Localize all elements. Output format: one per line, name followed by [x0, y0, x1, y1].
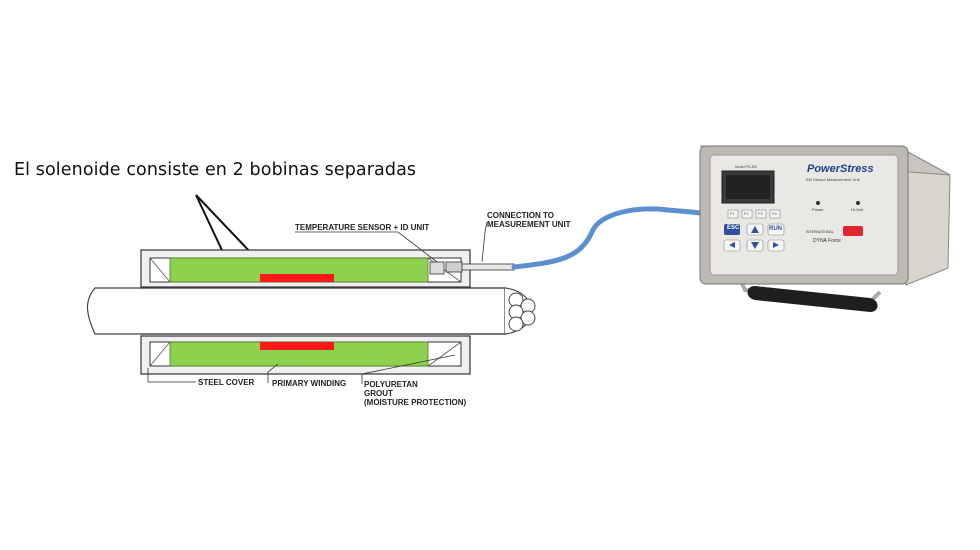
diagram-title: El solenoide consiste en 2 bobinas separ… — [14, 160, 417, 180]
maker-line2: DYNA Force — [813, 238, 841, 244]
measurement-unit — [699, 145, 951, 312]
leader-lines — [147, 221, 488, 384]
label-grout-line3: (MOISTURE PROTECTION) — [364, 398, 467, 407]
sensor-housing-top — [140, 249, 471, 288]
secondary-coil-top — [260, 274, 334, 282]
temperature-sensor — [429, 261, 445, 275]
device-subtitle: EM Sensor Measurement Unit — [806, 177, 860, 182]
device-model: Model PS-300 — [735, 165, 758, 169]
label-grout-line2: GROUT — [364, 389, 393, 398]
label-connection-line1: CONNECTION TO — [487, 211, 554, 220]
fkey-f1: F1 — [730, 211, 735, 216]
device-brand: PowerStress — [807, 163, 874, 175]
connector — [445, 261, 515, 273]
label-primary-winding: PRIMARY WINDING — [272, 379, 347, 388]
fkey-f3: F3 — [758, 211, 763, 216]
power-led-label: Power — [812, 207, 824, 212]
esc-key-label: ESC — [727, 225, 740, 231]
secondary-coil-bottom — [260, 342, 334, 350]
label-temperature-sensor: TEMPERATURE SENSOR + ID UNIT — [295, 223, 430, 232]
label-connection-line2: MEASUREMENT UNIT — [487, 220, 571, 229]
sensor-housing-bottom — [140, 335, 471, 375]
run-key-label: RUN — [769, 226, 782, 232]
fkey-f4: F4 — [772, 211, 777, 216]
fkey-f2: F2 — [744, 211, 749, 216]
label-steel-cover: STEEL COVER — [198, 378, 255, 387]
hivolt-led-label: Hi-Volt — [851, 207, 863, 212]
signal-cable — [511, 206, 721, 270]
steel-strand — [86, 287, 536, 335]
label-grout-line1: POLYURETAN — [364, 380, 418, 389]
maker-line1: INTERNATIONAL — [806, 230, 834, 234]
